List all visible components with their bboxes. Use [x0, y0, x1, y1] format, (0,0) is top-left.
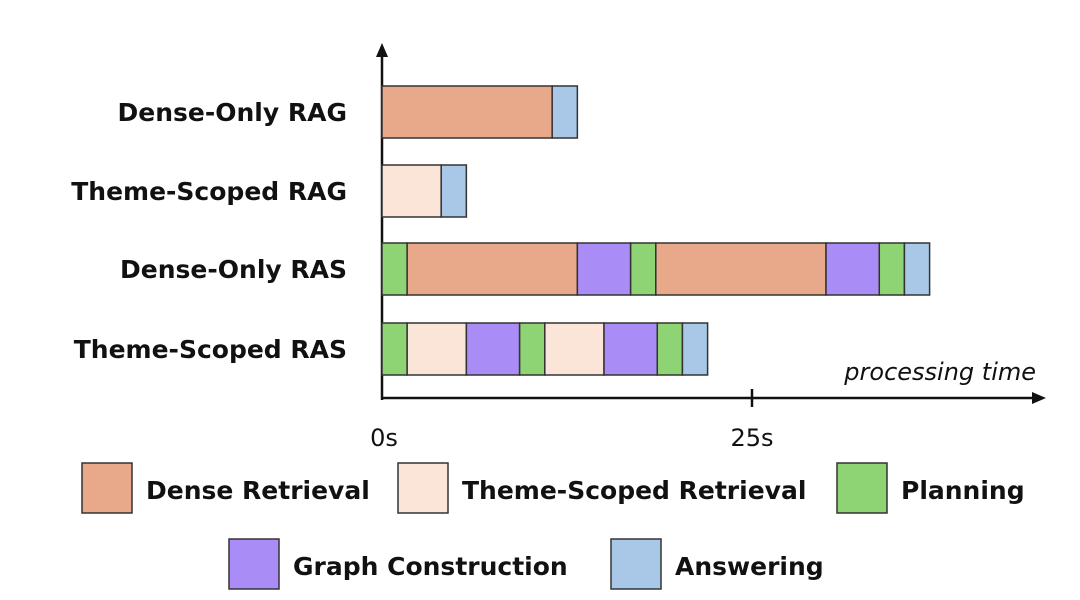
y-axis-arrow: [376, 43, 388, 57]
legend-swatch-theme: [397, 462, 449, 514]
bar-segment-theme: [544, 322, 605, 376]
bar-segment-theme: [406, 322, 468, 376]
legend-swatch-answer: [610, 538, 662, 590]
bar-segment-plan: [629, 242, 657, 296]
bars: [381, 85, 931, 376]
bar-segment-plan: [656, 322, 684, 376]
bar-segment-answer: [903, 242, 931, 296]
bar-segment-plan: [518, 322, 546, 376]
category-label: Theme-Scoped RAG: [71, 177, 347, 206]
bar-segment-dense: [655, 242, 827, 296]
bar-segment-graph: [465, 322, 521, 376]
x-axis-label: processing time: [843, 358, 1036, 386]
legend-swatch-plan: [836, 462, 888, 514]
axes: processing time: [376, 43, 1046, 404]
category-labels: Dense-Only RAG Theme-Scoped RAG Dense-Only…: [71, 98, 347, 364]
bar-segment-answer: [681, 322, 709, 376]
bar-segment-answer: [440, 164, 468, 218]
x-ticks: 0s 25s: [370, 389, 774, 452]
category-label: Dense-Only RAG: [118, 98, 347, 127]
legend-label-plan: Planning: [901, 476, 1025, 505]
bar-segment-theme: [381, 164, 442, 218]
bar-segment-dense: [406, 242, 579, 296]
legend-swatch-dense: [81, 462, 133, 514]
bar-segment-graph: [576, 242, 632, 296]
bar-segment-plan: [381, 322, 408, 376]
legend: Dense Retrieval Theme-Scoped Retrieval Pla…: [81, 462, 1025, 590]
category-label: Theme-Scoped RAS: [74, 335, 347, 364]
bar-segment-dense: [381, 85, 553, 139]
bar-segment-plan: [381, 242, 408, 296]
bar-segment-answer: [551, 85, 579, 139]
legend-label-graph: Graph Construction: [293, 552, 568, 581]
legend-label-answer: Answering: [675, 552, 824, 581]
bar-segment-plan: [878, 242, 906, 296]
legend-label-dense: Dense Retrieval: [146, 476, 370, 505]
x-axis-arrow: [1032, 392, 1046, 404]
x-tick-label: 0s: [370, 424, 398, 452]
legend-label-theme: Theme-Scoped Retrieval: [462, 476, 806, 505]
x-tick-label: 25s: [730, 424, 773, 452]
legend-swatch-graph: [228, 538, 280, 590]
bar-segment-graph: [825, 242, 881, 296]
bar-segment-graph: [603, 322, 659, 376]
category-label: Dense-Only RAS: [120, 255, 347, 284]
